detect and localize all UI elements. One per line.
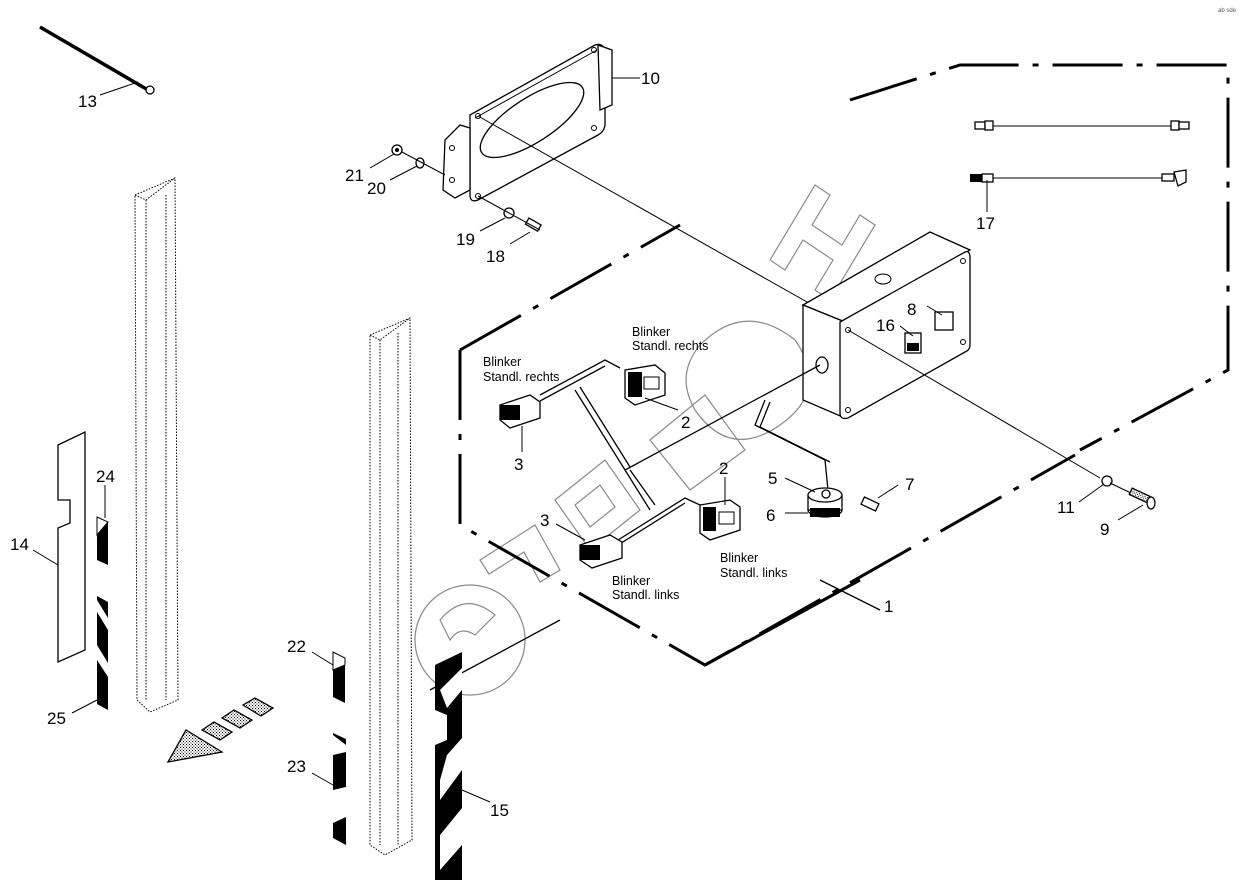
- marker-post-left: [134, 177, 179, 713]
- callout-13: 13: [78, 92, 97, 111]
- assembly-outline-edge: [704, 578, 861, 667]
- fasteners-9-11: [1101, 475, 1156, 510]
- callout-19: 19: [456, 230, 475, 249]
- bulb: [860, 496, 880, 512]
- callout-10: 10: [641, 69, 660, 88]
- leader-lines: [32, 77, 1144, 803]
- cable-assemblies: [970, 120, 1190, 187]
- callout-14: 14: [10, 535, 29, 554]
- callout-24: 24: [96, 467, 115, 486]
- note-connector-3-top-line2: Standl. rechts: [483, 370, 559, 384]
- callout-17: 17: [976, 214, 995, 233]
- note-connector-3-top-line1: Blinker: [483, 355, 521, 369]
- direction-arrow-icon: [166, 697, 275, 763]
- connector-3-bottom: [579, 534, 623, 569]
- strip-15: [435, 652, 462, 880]
- connector-3-top: [499, 394, 541, 429]
- mounting-plate: [442, 43, 613, 202]
- wiring-harness: [539, 359, 831, 551]
- strip-24: [96, 516, 109, 565]
- note-connector-2-top-line1: Blinker: [632, 325, 670, 339]
- callout-11: 11: [1057, 498, 1075, 517]
- callout-2b: 2: [719, 459, 728, 478]
- callout-7: 7: [905, 475, 914, 494]
- strip-25: [97, 596, 108, 710]
- callout-2a: 2: [681, 413, 690, 432]
- connector-2-bottom: [699, 499, 741, 541]
- cable-tie: [39, 25, 155, 95]
- callout-23: 23: [287, 757, 306, 776]
- corner-mark: ab sde: [1218, 8, 1237, 14]
- callout-3b: 3: [540, 511, 549, 530]
- watermark: [414, 184, 876, 696]
- strip-22: [332, 651, 346, 703]
- note-connector-2-bottom-line2: Standl. links: [720, 566, 787, 580]
- strip-14: [57, 430, 86, 664]
- callout-25: 25: [47, 709, 66, 728]
- callout-9: 9: [1100, 520, 1109, 539]
- callout-1: 1: [884, 597, 893, 616]
- callout-18: 18: [486, 247, 505, 266]
- connector-2-top: [624, 364, 666, 406]
- leader-plate-to-box: [477, 115, 831, 316]
- callout-20: 20: [367, 179, 386, 198]
- callout-15: 15: [490, 801, 509, 820]
- note-connector-3-bottom-line2: Standl. links: [612, 588, 679, 602]
- strip-23: [333, 733, 346, 845]
- callout-8: 8: [907, 300, 916, 319]
- junction-box: [801, 231, 972, 420]
- callout-22: 22: [287, 637, 306, 656]
- callout-3a: 3: [514, 455, 523, 474]
- buzzer: [807, 487, 843, 518]
- callout-5: 5: [768, 469, 777, 488]
- note-connector-2-top-line2: Standl. rechts: [632, 339, 708, 353]
- note-connector-3-bottom-line1: Blinker: [612, 574, 650, 588]
- callout-6: 6: [766, 506, 775, 525]
- callout-16: 16: [876, 316, 895, 335]
- leader-box-to-bolt: [847, 329, 1101, 479]
- note-connector-2-bottom-line1: Blinker: [720, 551, 758, 565]
- marker-post-right: [369, 317, 413, 856]
- fasteners-18-21: [391, 144, 542, 232]
- callout-21: 21: [345, 166, 364, 185]
